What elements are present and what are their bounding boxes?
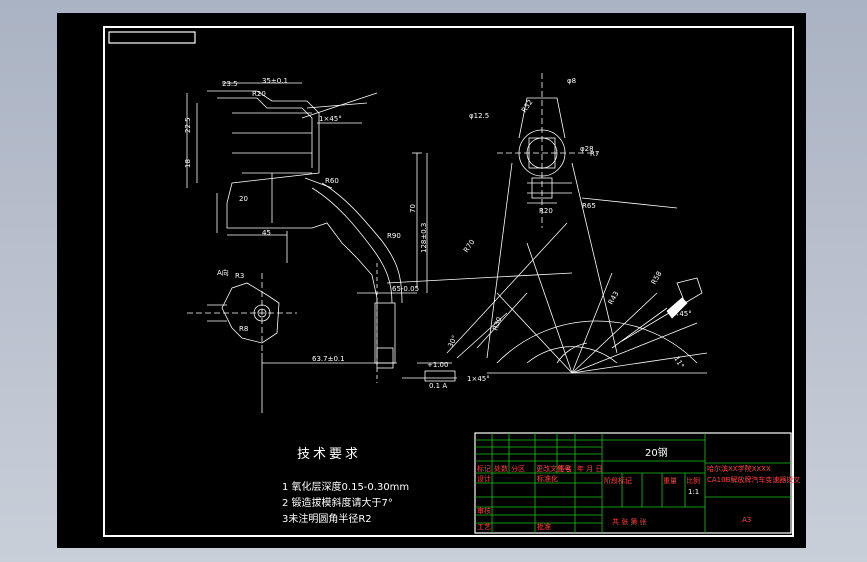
dim-label: 18 xyxy=(184,159,192,168)
tb-check: 审核 xyxy=(477,506,491,515)
dim-label: R3 xyxy=(235,272,244,280)
tb-total: 共 张 第 张 xyxy=(612,517,647,526)
tb-col-count: 处数 xyxy=(494,464,508,473)
sheet-size: A3 xyxy=(742,516,751,524)
view-a-label: A向 xyxy=(217,268,229,277)
dim-label: 1×45° xyxy=(319,115,342,123)
drawing-border xyxy=(103,26,794,537)
dim-label: 1×45° xyxy=(669,310,692,318)
dim-label: R58 xyxy=(650,270,664,286)
tb-col-mark: 标记 xyxy=(477,464,491,473)
tb-col-docno: 更改文件号 xyxy=(536,464,571,473)
corner-block xyxy=(108,31,196,44)
dim-label: R43 xyxy=(607,290,621,306)
dimension-labels: 23.5 35±0.1 22.5 18 20 45 70 128±0.3 65-… xyxy=(184,77,692,390)
tb-col-zone: 分区 xyxy=(511,464,525,473)
tb-col-sign: 签名 xyxy=(558,464,572,473)
dim-label: 128±0.3 xyxy=(420,223,428,253)
dim-label: R20 xyxy=(252,90,266,98)
dim-label: 22.5 xyxy=(184,117,192,133)
note-1: 1 氧化层深度0.15-0.30mm xyxy=(282,480,409,493)
fork-view xyxy=(386,73,708,374)
note-2: 2 锻造拔模斜度请大于7° xyxy=(282,496,393,509)
tb-scale-h: 比例 xyxy=(686,476,700,485)
dim-label: 45 xyxy=(262,229,271,237)
tb-design: 设计 xyxy=(477,474,491,483)
dim-label: 65-0.05 xyxy=(392,285,419,293)
tb-scale: 1:1 xyxy=(688,488,699,496)
dim-label: R8 xyxy=(239,325,248,333)
front-view xyxy=(186,82,457,413)
dim-label: R7 xyxy=(590,150,599,158)
cad-drawing: 23.5 35±0.1 22.5 18 20 45 70 128±0.3 65-… xyxy=(103,26,800,537)
notes-title: 技术要求 xyxy=(297,447,361,462)
tb-weight: 重量 xyxy=(663,477,677,485)
view-a xyxy=(187,273,297,353)
tb-stage: 阶段标记 xyxy=(604,476,632,485)
dim-label: 1×45° xyxy=(467,375,490,383)
dim-label: φ12.5 xyxy=(469,112,489,120)
tb-approve: 批准 xyxy=(537,522,551,531)
note-3: 3未注明圆角半径R2 xyxy=(282,512,372,525)
dim-label: 11° xyxy=(672,355,685,370)
dim-label: φ28 xyxy=(580,145,594,153)
dim-label: R70 xyxy=(462,238,476,254)
org-label: 哈尔滨XX学院XXXX xyxy=(707,464,771,473)
material-label: 20钢 xyxy=(645,446,668,459)
tb-std: 标准化 xyxy=(537,474,558,483)
part-name: CA10B解放牌汽车变速器拨叉 xyxy=(707,475,800,484)
dim-label: 70 xyxy=(409,204,417,213)
dim-label: 35±0.1 xyxy=(262,77,288,85)
dim-label: φ8 xyxy=(567,77,576,85)
dim-label: R65 xyxy=(582,202,596,210)
dim-label: R32 xyxy=(520,98,534,114)
tb-process: 工艺 xyxy=(477,523,491,531)
dim-label: +1.00 xyxy=(427,361,448,369)
tb-col-date: 年 月 日 xyxy=(577,464,602,473)
dim-label: 0.1 A xyxy=(429,382,447,390)
dim-label: 20 xyxy=(239,195,248,203)
dim-label: 23.5 xyxy=(222,80,238,88)
dim-label: R30 xyxy=(491,316,503,332)
dim-label: R90 xyxy=(387,232,401,240)
dim-label: R60 xyxy=(325,177,339,185)
dim-label: 63.7±0.1 xyxy=(312,355,345,363)
dim-label: R20 xyxy=(539,207,553,215)
title-block: 20钢 哈尔滨XX学院XXXX CA10B解放牌汽车变速器拨叉 标记 处数 分区… xyxy=(474,432,800,534)
drawing-sheet: 23.5 35±0.1 22.5 18 20 45 70 128±0.3 65-… xyxy=(57,13,806,548)
dim-label: 30° xyxy=(447,334,460,349)
